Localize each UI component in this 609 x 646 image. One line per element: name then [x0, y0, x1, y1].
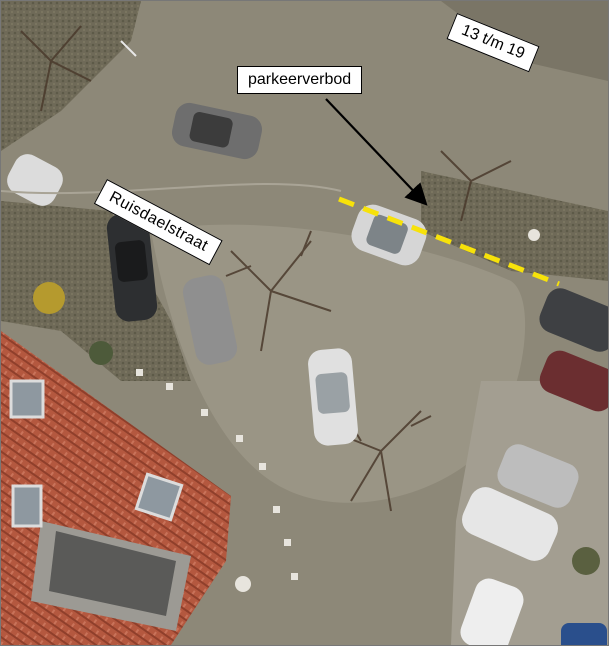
green-strip-top [1, 1, 141, 151]
car [561, 623, 607, 645]
skylight [11, 484, 43, 528]
green-strip-top-center [161, 1, 608, 81]
car [182, 275, 238, 365]
building-flat-roof-inner [49, 531, 176, 616]
bollards [136, 229, 540, 592]
bush [572, 547, 600, 575]
skylight [9, 379, 45, 419]
curb [120, 40, 137, 57]
cars [7, 102, 608, 645]
parking-ban-line [338, 196, 560, 287]
courtyard-right [421, 171, 608, 281]
bush [33, 282, 65, 314]
parking-ban-label: parkeerverbod [237, 66, 363, 94]
car [460, 578, 524, 645]
car [497, 444, 579, 508]
car [462, 487, 558, 561]
arrow-icon [325, 98, 428, 206]
curb [1, 182, 342, 195]
car [539, 350, 608, 412]
trees [20, 25, 512, 512]
bush [89, 341, 113, 365]
skylight [134, 472, 184, 522]
car [539, 288, 608, 352]
green-bed-left [1, 201, 191, 381]
